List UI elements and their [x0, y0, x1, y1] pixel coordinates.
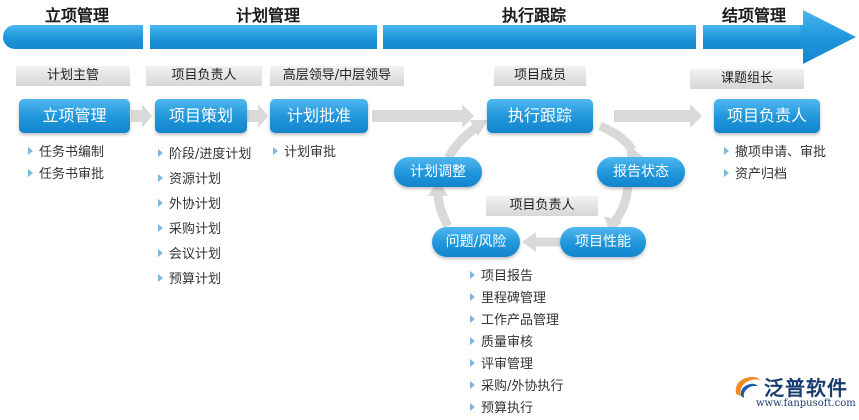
list-item: 任务书审批 [28, 164, 104, 186]
list-item: 资源计划 [158, 167, 251, 192]
role-label-closing: 课题组长 [690, 69, 804, 89]
phase-bar-planning [150, 25, 377, 49]
list-item: 质量审核 [470, 332, 563, 354]
list-item: 评审管理 [470, 354, 563, 376]
process-box-closing: 项目负责人 [714, 99, 820, 133]
list-initiation: 任务书编制 任务书审批 [28, 142, 104, 186]
arrow-planning-to-approval [247, 104, 268, 128]
brand-logo: 泛普软件 www.fanpusoft.com [732, 372, 857, 417]
cycle-node-issues: 问题/风险 [432, 227, 520, 257]
arrow-adjust-to-tracking [444, 124, 479, 161]
role-label-initiation: 计划主管 [16, 66, 130, 86]
logo-url: www.fanpusoft.com [756, 398, 856, 409]
phase-title-initiation: 立项管理 [45, 6, 110, 25]
list-item: 任务书编制 [28, 142, 104, 164]
process-box-approval: 计划批准 [270, 99, 368, 133]
phase-bar-initiation [3, 25, 143, 49]
phase-bar-closing [703, 25, 803, 49]
list-item: 计划审批 [273, 142, 336, 164]
list-item: 阶段/进度计划 [158, 142, 251, 167]
list-item: 资产归档 [724, 164, 826, 186]
process-box-tracking: 执行跟踪 [487, 99, 593, 133]
cycle-node-performance: 项目性能 [560, 227, 646, 257]
role-label-loop: 项目负责人 [486, 196, 598, 216]
list-item: 撤项申请、审批 [724, 142, 826, 164]
list-item: 会议计划 [158, 242, 251, 267]
arrow-tracking-to-closing [614, 104, 702, 128]
list-tracking: 项目报告 里程碑管理 工作产品管理 质量审核 评审管理 采购/外协执行 预算执行 [470, 266, 563, 420]
cycle-node-report: 报告状态 [597, 157, 685, 187]
list-item: 预算执行 [470, 398, 563, 420]
list-item: 采购/外协执行 [470, 376, 563, 398]
list-item: 预算计划 [158, 267, 251, 292]
logo-swoosh-icon [735, 376, 760, 398]
phase-title-planning: 计划管理 [236, 6, 301, 25]
phase-title-closing: 结项管理 [722, 6, 787, 25]
cycle-node-adjust: 计划调整 [394, 157, 482, 187]
arrow-approval-to-tracking [372, 104, 474, 128]
role-label-planning: 项目负责人 [146, 66, 262, 86]
list-planning: 阶段/进度计划 资源计划 外协计划 采购计划 会议计划 预算计划 [158, 142, 251, 292]
list-item: 工作产品管理 [470, 310, 563, 332]
phase-bar-tracking [383, 25, 696, 49]
arrow-issues-to-adjust [433, 191, 452, 229]
list-item: 里程碑管理 [470, 288, 563, 310]
list-item: 外协计划 [158, 192, 251, 217]
logo-name: 泛普软件 [764, 376, 848, 400]
process-box-planning: 项目策划 [155, 99, 247, 133]
list-approval: 计划审批 [273, 142, 336, 164]
list-closing: 撤项申请、审批 资产归档 [724, 142, 826, 186]
role-label-tracking: 项目成员 [494, 66, 586, 86]
timeline-arrowhead [800, 10, 856, 64]
arrow-initiation-to-planning [131, 104, 152, 128]
list-item: 采购计划 [158, 217, 251, 242]
list-item: 项目报告 [470, 266, 563, 288]
process-box-initiation: 立项管理 [19, 99, 130, 133]
role-label-approval: 高层领导/中层领导 [270, 66, 404, 86]
phase-title-tracking: 执行跟踪 [502, 6, 567, 25]
arrow-report-to-performance [610, 185, 633, 225]
